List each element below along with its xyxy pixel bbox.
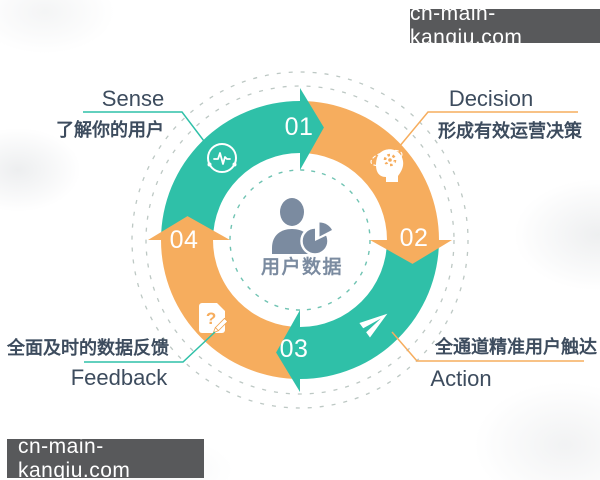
- step-03-number: 03: [280, 335, 309, 363]
- user-data-pie-icon: [272, 198, 332, 256]
- segment-03-arrowhead: [276, 310, 300, 392]
- watermark-text: cn-main-kanqiu.com: [410, 2, 523, 49]
- paper-plane-icon: [359, 313, 388, 338]
- step-04-subtitle: 全面及时的数据反馈: [6, 337, 169, 358]
- step-02-number: 02: [400, 224, 429, 252]
- segment-04-arrowhead: [148, 216, 230, 240]
- step-03-title: Action: [430, 366, 491, 391]
- thinking-head-icon: [370, 149, 404, 182]
- segment-02-arc: [300, 101, 439, 240]
- step-01-title: Sense: [102, 86, 164, 111]
- question-note-icon: ?: [199, 303, 229, 334]
- outer-dashed-ring-1: [131, 71, 469, 409]
- watermark-bottom-left: cn-main-kanqiu.com: [7, 435, 204, 480]
- step-04-title: Feedback: [71, 365, 169, 390]
- pulse-monitor-icon: [207, 143, 237, 173]
- segment-04-arc: [161, 240, 300, 379]
- decision-connector-line: [398, 111, 578, 148]
- step-01-subtitle: 了解你的用户: [56, 119, 164, 140]
- step-01-number: 01: [285, 113, 314, 141]
- watermark-text: cn-main-kanqiu.com: [18, 434, 131, 480]
- watermark-top-right: cn-main-kanqiu.com: [410, 2, 600, 49]
- question-glyph: ?: [206, 309, 216, 328]
- segment-01-arrowhead: [300, 88, 324, 170]
- segment-03-arc: [300, 240, 439, 379]
- center-label: 用户数据: [261, 255, 343, 278]
- step-02-title: Decision: [449, 86, 533, 111]
- sense-connector-line: [83, 111, 208, 146]
- segment-01-arc: [161, 101, 300, 240]
- outer-dashed-ring-2: [145, 85, 455, 395]
- segment-02-arrowhead: [370, 240, 452, 264]
- step-04-number: 04: [170, 226, 199, 254]
- feedback-connector-line: [84, 331, 216, 363]
- step-03-subtitle: 全通道精准用户触达: [434, 336, 597, 357]
- action-connector-line: [391, 331, 584, 362]
- step-02-subtitle: 形成有效运营决策: [438, 120, 583, 141]
